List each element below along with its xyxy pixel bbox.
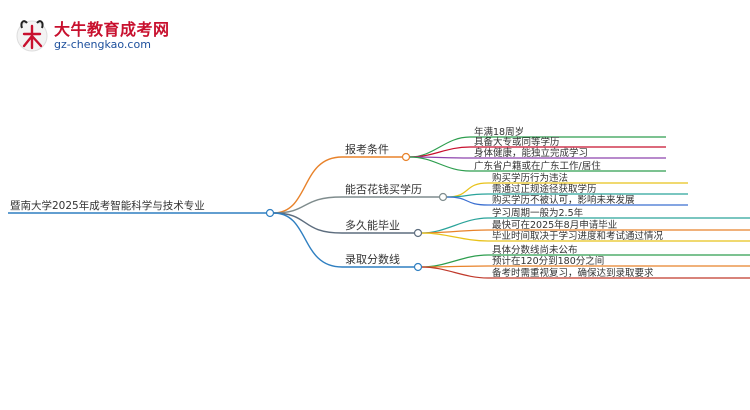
child-link-1-1 bbox=[446, 193, 489, 198]
branch-label-2: 多久能毕业 bbox=[345, 218, 400, 232]
child-label-1-0: 购买学历行为违法 bbox=[492, 172, 568, 184]
child-label-3-1: 预计在120分到180分之间 bbox=[492, 255, 604, 267]
child-label-3-0: 具体分数线尚未公布 bbox=[492, 244, 578, 256]
child-label-1-2: 购买学历不被认可，影响未来发展 bbox=[492, 194, 635, 206]
child-label-0-3: 广东省户籍或在广东工作/居住 bbox=[474, 160, 601, 172]
child-link-2-2 bbox=[421, 232, 489, 242]
child-label-2-1: 最快可在2025年8月申请毕业 bbox=[492, 219, 617, 231]
branch-label-3: 录取分数线 bbox=[345, 252, 400, 266]
branch-node-dot-0[interactable] bbox=[401, 152, 411, 162]
branch-label-0: 报考条件 bbox=[345, 142, 389, 156]
child-link-0-3 bbox=[409, 156, 471, 172]
branch-link-1 bbox=[273, 196, 343, 214]
branch-link-2 bbox=[273, 212, 343, 234]
branch-node-dot-1[interactable] bbox=[438, 192, 448, 202]
site-logo[interactable]: 大牛教育成考网 gz-chengkao.com bbox=[14, 14, 169, 58]
child-label-0-1: 具备大专或同等学历 bbox=[474, 136, 560, 148]
root-node-dot[interactable] bbox=[265, 208, 275, 218]
mind-map-links bbox=[8, 136, 750, 279]
child-label-0-2: 身体健康，能独立完成学习 bbox=[474, 147, 588, 159]
branch-node-dot-3[interactable] bbox=[413, 262, 423, 272]
child-link-3-0 bbox=[421, 254, 489, 268]
child-label-2-2: 毕业时间取决于学习进度和考试通过情况 bbox=[492, 230, 664, 242]
logo-url: gz-chengkao.com bbox=[54, 38, 151, 51]
child-label-1-1: 需通过正规途径获取学历 bbox=[492, 183, 597, 195]
mind-map-nodes: 暨南大学2025年成考智能科学与技术专业 报考条件 年满18周岁具备大专或同等学历身… bbox=[10, 126, 664, 279]
logo-title: 大牛教育成考网 bbox=[54, 20, 170, 39]
branch-node-dot-2[interactable] bbox=[413, 228, 423, 238]
bull-mascot-icon bbox=[16, 20, 48, 52]
child-link-1-2 bbox=[446, 196, 489, 206]
child-label-0-0: 年满18周岁 bbox=[474, 126, 524, 138]
child-link-3-2 bbox=[421, 266, 489, 279]
branch-link-0 bbox=[273, 156, 343, 214]
child-link-2-1 bbox=[421, 229, 489, 234]
branch-label-1: 能否花钱买学历 bbox=[345, 182, 422, 196]
child-label-3-2: 备考时需重视复习，确保达到录取要求 bbox=[492, 267, 654, 279]
branch-link-3 bbox=[273, 212, 343, 268]
child-label-2-0: 学习周期一般为2.5年 bbox=[492, 207, 584, 219]
root-topic: 暨南大学2025年成考智能科学与技术专业 bbox=[10, 199, 205, 212]
